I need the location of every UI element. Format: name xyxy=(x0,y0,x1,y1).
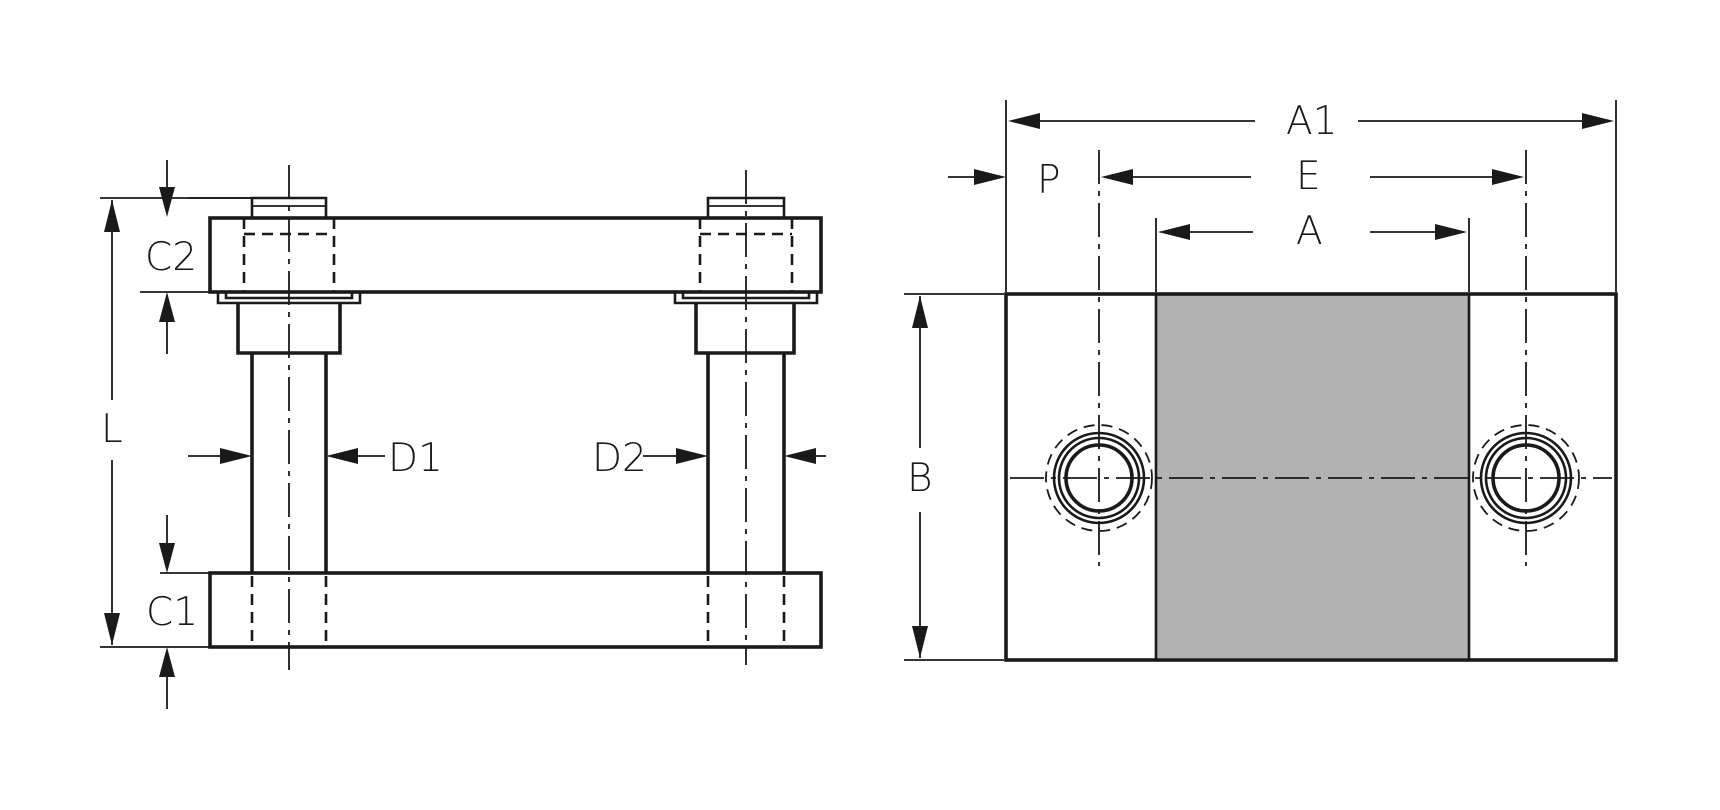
bottom-plate xyxy=(208,571,823,649)
right-pillar xyxy=(673,170,819,665)
label-l: L xyxy=(101,407,123,452)
dimension-a1: A1 xyxy=(1005,99,1617,292)
dimension-d1: D1 xyxy=(188,436,443,481)
label-b: B xyxy=(907,456,933,501)
top-view: A1 P E A xyxy=(904,99,1618,662)
dimension-d2: D2 xyxy=(592,436,826,481)
label-d2: D2 xyxy=(592,436,647,481)
left-pillar xyxy=(216,165,362,670)
top-plate xyxy=(208,216,823,294)
plate-outline xyxy=(1004,292,1618,662)
dimension-e: E xyxy=(1101,154,1524,199)
label-e: E xyxy=(1296,154,1321,199)
dimension-l: L xyxy=(100,197,252,648)
dimension-c2: C2 xyxy=(140,160,252,354)
side-view: L C2 C1 D1 xyxy=(100,160,826,709)
label-a1: A1 xyxy=(1286,99,1338,144)
dimension-c1: C1 xyxy=(146,515,210,709)
label-c2: C2 xyxy=(145,235,197,280)
right-bore xyxy=(1472,150,1580,566)
shaded-area xyxy=(1156,294,1469,658)
label-a: A xyxy=(1296,209,1323,254)
dimension-b: B xyxy=(904,293,1004,661)
dimension-a: A xyxy=(1155,209,1470,292)
label-p: P xyxy=(1037,158,1061,203)
label-d1: D1 xyxy=(388,436,443,481)
left-bore xyxy=(1045,150,1153,566)
label-c1: C1 xyxy=(146,590,198,635)
dimension-p: P xyxy=(948,158,1061,203)
